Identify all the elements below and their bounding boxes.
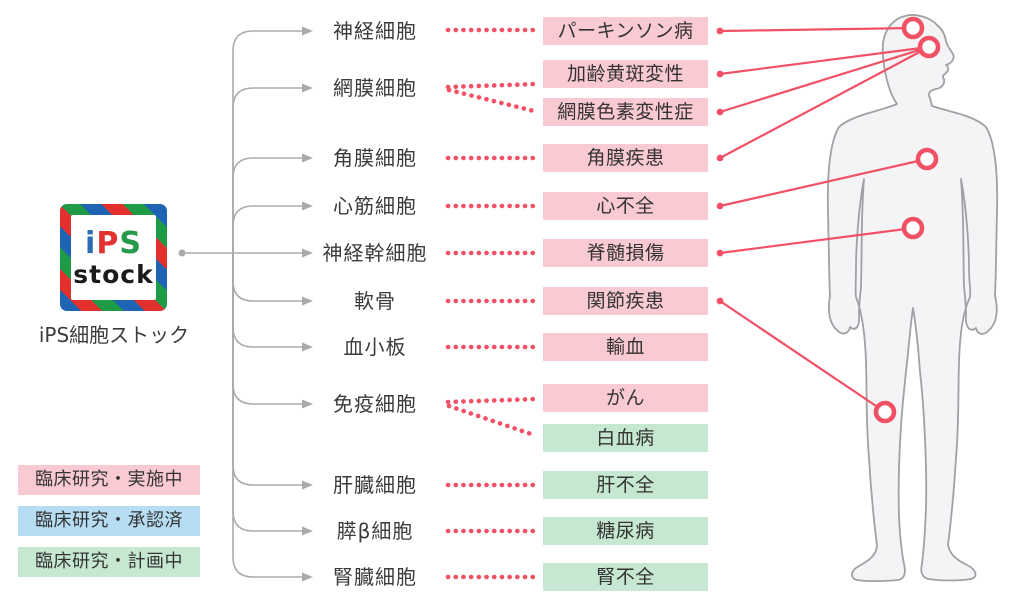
branch-line — [232, 253, 302, 532]
ips-stock-logo: iPS stock — [60, 204, 167, 311]
branch-arrowhead — [302, 399, 313, 409]
connector-start-dot — [716, 70, 724, 78]
body-connector-line — [719, 45, 930, 76]
body-connector-line — [719, 157, 928, 208]
logo-letter: i — [85, 225, 97, 261]
disease-box: 心不全 — [543, 192, 708, 220]
branch-arrowhead — [302, 526, 313, 536]
branch-arrowhead — [302, 153, 313, 163]
disease-box: 肝不全 — [543, 471, 708, 499]
dotted-leader — [446, 87, 537, 114]
cell-label: 血小板 — [343, 335, 407, 359]
legend-item: 臨床研究・承認済 — [18, 506, 200, 536]
dotted-leader — [445, 81, 539, 90]
connector-start-dot — [716, 249, 724, 257]
branch-arrowhead — [302, 572, 313, 582]
cell-label: 神経幹細胞 — [322, 241, 428, 265]
branch-line — [232, 87, 302, 253]
branch-arrowhead — [302, 26, 313, 36]
cell-label: 腎臓細胞 — [333, 565, 417, 589]
logo-letter: S — [119, 225, 142, 261]
logo-caption: iPS細胞ストック — [38, 323, 190, 347]
branch-line — [232, 157, 302, 253]
disease-box: パーキンソン病 — [543, 17, 708, 45]
connector-start-dot — [716, 108, 724, 116]
connector-start-dot — [716, 154, 724, 162]
brain-marker-ring — [901, 16, 925, 40]
cell-label: 膵β細胞 — [336, 519, 414, 543]
cell-label: 角膜細胞 — [333, 146, 417, 170]
body-connector-line — [719, 226, 914, 255]
body-connector-line — [719, 300, 886, 413]
body-connector-line — [719, 46, 930, 159]
cell-label: 軟骨 — [354, 289, 396, 313]
connector-start-dot — [716, 202, 724, 210]
cell-label: 神経細胞 — [333, 19, 417, 43]
dotted-leader — [445, 396, 539, 405]
disease-box: 角膜疾患 — [543, 144, 708, 172]
eye-marker-ring — [917, 35, 941, 59]
disease-box: 腎不全 — [543, 563, 708, 591]
body-connector-line — [719, 45, 930, 114]
disease-box: 糖尿病 — [543, 517, 708, 545]
cell-label: 心筋細胞 — [333, 194, 417, 218]
connector-start-dot — [716, 27, 724, 35]
disease-box: 脊髄損傷 — [543, 239, 708, 267]
disease-box: 関節疾患 — [543, 287, 708, 315]
logo-letter: P — [96, 225, 120, 261]
heart-marker-ring — [915, 147, 939, 171]
branch-arrowhead — [302, 83, 313, 93]
branch-line — [232, 253, 302, 486]
body-silhouette — [826, 14, 999, 583]
logo-word-stock: stock — [73, 259, 154, 289]
body-connector-line — [719, 26, 914, 33]
branch-arrowhead — [302, 480, 313, 490]
disease-box: 加齢黄斑変性 — [543, 60, 708, 88]
cell-label: 肝臓細胞 — [333, 473, 417, 497]
knee-marker-ring — [873, 400, 897, 424]
branch-line — [232, 253, 302, 302]
spine-marker-ring — [901, 216, 925, 240]
hub-dot — [178, 249, 186, 257]
connector-start-dot — [716, 297, 724, 305]
disease-box: 白血病 — [543, 424, 708, 452]
dotted-leader — [446, 403, 537, 438]
logo-inner-panel: iPS stock — [71, 215, 156, 300]
branch-line — [232, 253, 302, 578]
legend-item: 臨床研究・実施中 — [18, 465, 200, 495]
legend-item: 臨床研究・計画中 — [18, 547, 200, 577]
branch-arrowhead — [302, 296, 313, 306]
branch-arrowhead — [302, 248, 313, 258]
disease-box: 輸血 — [543, 333, 708, 361]
branch-line — [232, 253, 302, 405]
disease-box: 網膜色素変性症 — [543, 98, 708, 126]
branch-line — [232, 205, 302, 253]
cell-label: 網膜細胞 — [333, 76, 417, 100]
branch-arrowhead — [302, 201, 313, 211]
cell-label: 免疫細胞 — [333, 392, 417, 416]
logo-word-ips: iPS — [85, 225, 142, 261]
branch-arrowhead — [302, 342, 313, 352]
disease-box: がん — [543, 384, 708, 412]
branch-line — [232, 30, 302, 253]
